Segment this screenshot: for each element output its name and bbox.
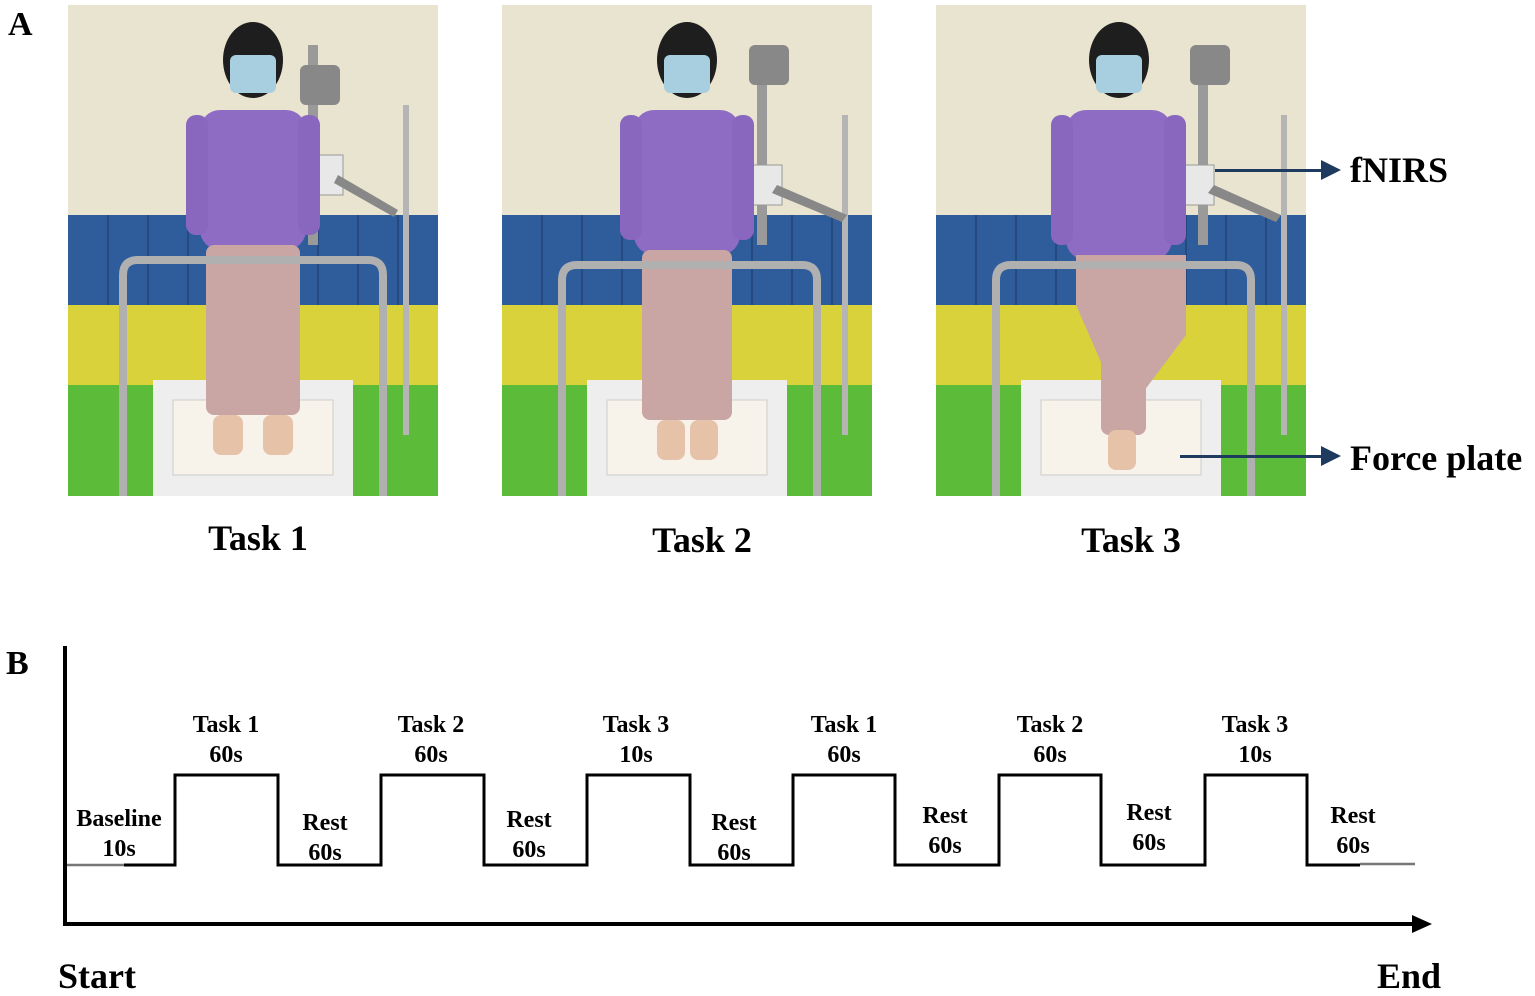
task-1-photo xyxy=(68,5,438,496)
panel-a-label: A xyxy=(8,6,33,43)
task-2-caption: Task 2 xyxy=(652,520,752,560)
force-plate-arrow-line xyxy=(1180,455,1323,458)
task-2-photo xyxy=(502,5,872,496)
fnirs-label: fNIRS xyxy=(1350,150,1449,190)
end-label: End xyxy=(1377,956,1442,996)
fnirs-arrow-icon xyxy=(1321,160,1341,180)
start-label: Start xyxy=(58,956,136,996)
force-plate-label: Force plate xyxy=(1350,438,1523,478)
fnirs-arrow-line xyxy=(1215,169,1323,172)
task-3-caption: Task 3 xyxy=(1081,520,1181,560)
panel-b-label: B xyxy=(6,645,29,682)
force-plate-arrow-icon xyxy=(1321,446,1341,466)
task-1-caption: Task 1 xyxy=(208,518,308,558)
task-3-photo xyxy=(936,5,1306,496)
